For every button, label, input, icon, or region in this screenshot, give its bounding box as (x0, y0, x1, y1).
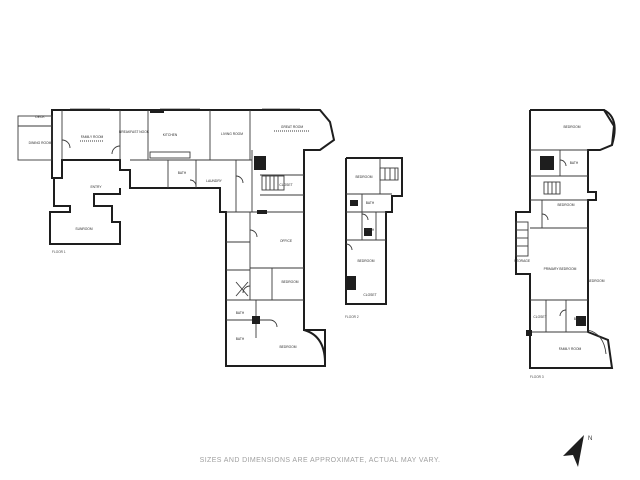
room-closet-label: CLOSET (279, 183, 292, 187)
room-bedroom-7-label: BEDROOM (587, 279, 604, 283)
main-floor-outline (51, 109, 336, 367)
room-bedroom-5-label: BEDROOM (563, 125, 580, 129)
room-office-label: OFFICE (280, 239, 293, 243)
room-bath-4-label: BATH (366, 201, 375, 205)
room-family-2-label: FAMILY ROOM (559, 347, 582, 351)
room-living-label: LIVING ROOM (221, 132, 243, 136)
right-floor-outline (515, 109, 616, 369)
room-bedroom-2-label: BEDROOM (279, 345, 296, 349)
room-dining-label: DINING ROOM (29, 141, 52, 145)
floor-label-middle: FLOOR 2 (345, 315, 359, 319)
floor-label-main: FLOOR 1 (52, 250, 66, 254)
room-bath-3-label: BATH (236, 337, 245, 341)
room-bedroom-3-label: BEDROOM (355, 175, 372, 179)
middle-floor-outline (345, 157, 403, 305)
deck-outline (17, 115, 53, 161)
room-bath-1-label: BATH (178, 171, 187, 175)
room-sunroom-label: SUNROOM (75, 227, 92, 231)
middle-floor-plan: BEDROOM BATH BATH BEDROOM CLOSET FLOOR 2 (345, 157, 403, 319)
room-entry-label: ENTRY (90, 185, 102, 189)
room-closet-2-label: CLOSET (363, 293, 376, 297)
right-floor-plan: BEDROOM BATH BEDROOM STORAGE PRIMARY BED… (514, 109, 616, 379)
disclaimer-text: SIZES AND DIMENSIONS ARE APPROXIMATE, AC… (199, 457, 441, 464)
main-floor-plan: DECK DINING ROOM FAMILY ROOM BREAKFAST N… (17, 108, 336, 367)
compass-icon: N (563, 435, 592, 467)
room-deck-label: DECK (35, 115, 45, 119)
room-bath-5-label: BATH (366, 228, 375, 232)
room-great-label: GREAT ROOM (281, 125, 303, 129)
stairs-main (261, 175, 285, 191)
room-closet-3-label: CLOSET (533, 315, 546, 319)
room-primary-bedroom-label: PRIMARY BEDROOM (544, 267, 577, 271)
compass-north-label: N (588, 436, 592, 442)
room-bath-6-label: BATH (570, 161, 579, 165)
room-bath-2-label: BATH (236, 311, 245, 315)
floor-label-right: FLOOR 3 (530, 375, 544, 379)
room-bedroom-1-label: BEDROOM (281, 280, 298, 284)
room-bedroom-4-label: BEDROOM (357, 259, 374, 263)
room-bath-7-label: BATH (574, 317, 583, 321)
room-kitchen-label: KITCHEN (163, 133, 178, 137)
room-family-label: FAMILY ROOM (81, 135, 104, 139)
room-storage-label: STORAGE (514, 259, 531, 263)
room-bedroom-6-label: BEDROOM (557, 203, 574, 207)
room-laundry-label: LAUNDRY (206, 179, 222, 183)
room-breakfast-label: BREAKFAST NOOK (119, 130, 150, 134)
